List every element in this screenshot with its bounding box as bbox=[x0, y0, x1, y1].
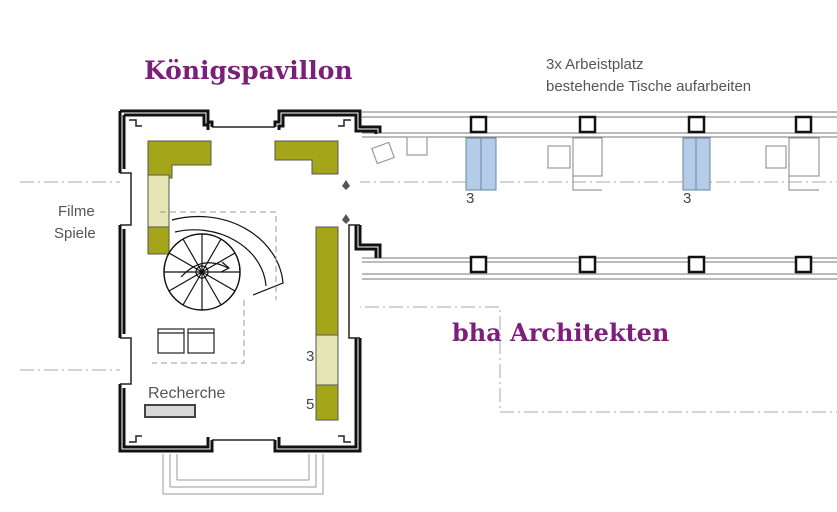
workspace-label-line1: 3x Arbeistplatz bbox=[546, 56, 644, 73]
architect-name: bha Architekten bbox=[452, 318, 670, 347]
workspace-label-line2: bestehende Tische aufarbeiten bbox=[546, 78, 752, 95]
reading-chairs bbox=[157, 328, 215, 354]
desk-blue-1 bbox=[465, 137, 497, 191]
spiral-staircase bbox=[163, 215, 284, 311]
workstation-outlines bbox=[371, 136, 820, 191]
building-title: Königspavillon bbox=[144, 56, 353, 85]
shelf-number-upper: 3 bbox=[306, 348, 315, 365]
desk-count-left: 3 bbox=[466, 190, 475, 207]
corridor-walls bbox=[362, 111, 837, 280]
shelf-number-lower: 5 bbox=[306, 396, 315, 413]
pavilion-wall-details bbox=[120, 119, 360, 443]
dashed-outlines bbox=[152, 211, 277, 364]
entrance-steps bbox=[162, 454, 324, 495]
research-label: Recherche bbox=[148, 385, 226, 402]
level-markers bbox=[342, 180, 350, 224]
shelving bbox=[147, 140, 339, 421]
desk-count-right: 3 bbox=[683, 190, 692, 207]
desk-blue-2 bbox=[682, 137, 711, 191]
corridor-pillars bbox=[469, 115, 813, 274]
research-table bbox=[144, 404, 196, 418]
media-label-line1: Filme bbox=[58, 203, 95, 220]
media-label-line2: Spiele bbox=[54, 225, 96, 242]
pavilion-walls bbox=[118, 109, 382, 453]
